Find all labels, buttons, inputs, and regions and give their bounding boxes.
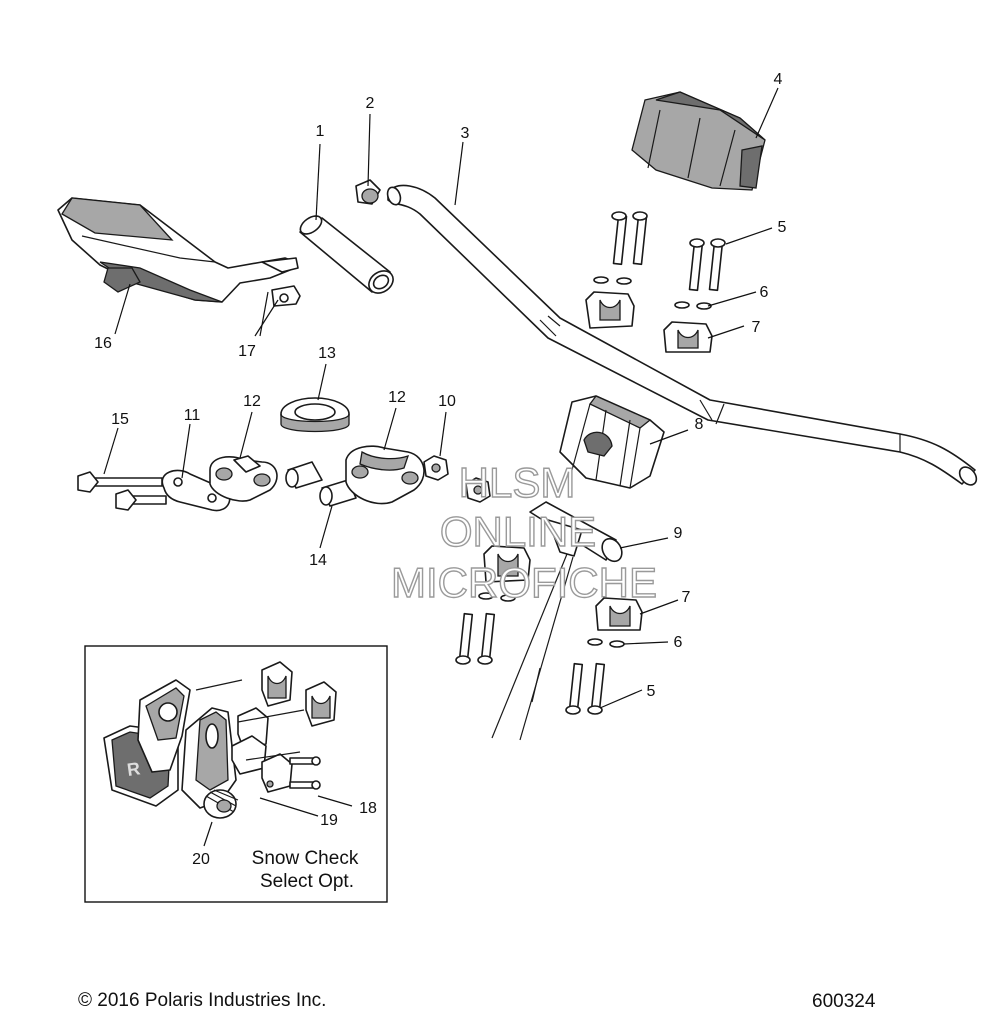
callout-20: 20 — [192, 851, 210, 868]
upper-clamp-caps — [585, 291, 713, 353]
watermark-line-3: MICROFICHE — [391, 559, 657, 606]
steering-post-part — [491, 501, 623, 741]
bar-pad-part — [631, 91, 766, 191]
lower-clamp-caps — [483, 545, 643, 631]
callout-6-lower: 6 — [674, 634, 683, 651]
callout-19: 19 — [320, 812, 338, 829]
callout-18: 18 — [359, 800, 377, 817]
diagram-ref-number: 600324 — [812, 991, 876, 1012]
callout-5-lower: 5 — [647, 683, 656, 700]
upper-clamp-bolts — [611, 211, 726, 292]
callout-15: 15 — [111, 411, 129, 428]
leader-lines — [103, 87, 779, 847]
watermark-line-2: ONLINE — [440, 508, 596, 555]
handlebar-part — [386, 184, 978, 486]
handguard-clamp-part — [271, 285, 301, 307]
callout-14: 14 — [309, 552, 327, 569]
callout-12-right: 12 — [388, 389, 406, 406]
mount-bolts-part — [77, 471, 167, 511]
inset-note-line-1: Snow Check — [252, 848, 359, 869]
lower-clamp-bolts — [455, 612, 606, 715]
spacer-ring-part — [280, 397, 350, 433]
callout-8: 8 — [695, 416, 704, 433]
callout-11: 11 — [184, 407, 201, 424]
callout-10: 10 — [438, 393, 456, 410]
nut-part — [423, 455, 491, 503]
inset-box: R — [84, 645, 388, 903]
callout-7-lower: 7 — [682, 589, 691, 606]
riser-block-part — [559, 395, 665, 489]
link-plate-part — [161, 469, 231, 512]
callout-13: 13 — [318, 345, 336, 362]
callout-6-upper: 6 — [760, 284, 769, 301]
svg-text:R: R — [126, 758, 142, 780]
callout-17: 17 — [238, 343, 256, 360]
callout-16: 16 — [94, 335, 112, 352]
right-clamp-part — [345, 445, 425, 505]
copyright-text: © 2016 Polaris Industries Inc. — [78, 990, 326, 1011]
callout-7-upper: 7 — [752, 319, 761, 336]
callout-4: 4 — [774, 71, 783, 88]
callout-labels: 1 2 3 4 5 6 7 16 17 13 12 10 15 11 12 8 … — [94, 71, 786, 868]
callout-12-left: 12 — [243, 393, 261, 410]
callout-3: 3 — [461, 125, 470, 142]
callout-9: 9 — [674, 525, 683, 542]
inset-note-line-2: Select Opt. — [260, 871, 354, 892]
watermark-line-1: HLSM — [459, 459, 576, 506]
left-clamp-part — [209, 455, 278, 502]
grip-part — [299, 215, 394, 294]
callout-5-upper: 5 — [778, 219, 787, 236]
watermark: HLSM ONLINE MICROFICHE — [390, 458, 657, 606]
upper-washers — [593, 276, 712, 310]
callout-2: 2 — [366, 95, 375, 112]
callout-1: 1 — [316, 123, 325, 140]
handguard-part — [57, 197, 299, 303]
